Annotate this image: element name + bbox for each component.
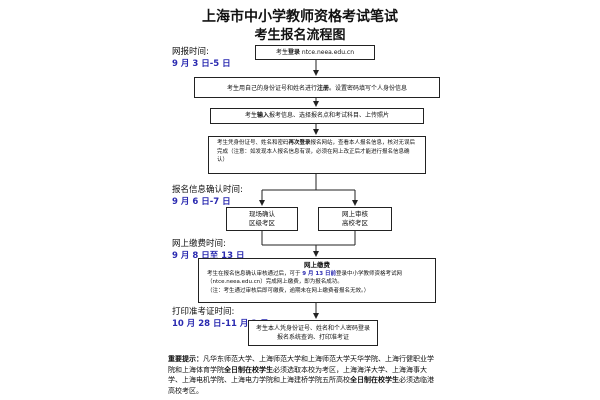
page-title: 上海市中小学教师资格考试笔试	[202, 9, 398, 25]
step-relogin-bold: 再次登录	[288, 140, 311, 146]
step-relogin-pre: 考生凭身份证号、姓名和密码	[217, 140, 289, 146]
pay-time-block: 网上缴费时间: 9 月 8 日至 13 日	[172, 237, 244, 261]
sign-time-block: 网报时间: 9 月 3 日-5 日	[172, 45, 231, 69]
step-payment-body: 考生在报名信息确认审核通过后，可于 9 月 13 日前登录中小学教师资格考试网（…	[207, 270, 427, 287]
step-payment-title: 网上缴费	[304, 261, 330, 269]
step-relogin-post: 报名网站，查看本人报名信息，核对无误后完成（注意：如发现本人报名信息有误，必须在…	[217, 140, 416, 163]
step-input-box: 考生输入报考信息、选择报名点和考试科目、上传照片	[210, 108, 424, 124]
notice-part-1: 凡华东师范大学、上海师范大学和上海师范大学天华学院、上海行健职业学院和上海体育学…	[168, 355, 434, 374]
pay-time-label: 网上缴费时间:	[172, 239, 226, 249]
pay-time-date: 9 月 8 日至 13 日	[172, 251, 245, 261]
step-input-pre: 考生	[244, 112, 257, 119]
step-payment-box: 网上缴费 考生在报名信息确认审核通过后，可于 9 月 13 日前登录中小学教师资…	[198, 258, 436, 303]
step-payment-post: 登录中小学教师资格考试网（ntce.neea.edu.cn）完成网上缴费，即为报…	[207, 270, 402, 286]
print-time-date: 10 月 28 日-11 月 2 日	[172, 319, 269, 329]
step-login-bold: 登录	[287, 49, 300, 56]
confirm-time-label: 报名信息确认时间:	[172, 185, 243, 195]
step-payment-pre: 考生在报名信息确认审核通过后，可于	[207, 270, 303, 277]
sign-time-label: 网报时间:	[172, 47, 209, 57]
step-relogin-box: 考生凭身份证号、姓名和密码再次登录报名网站，查看本人报名信息，核对无误后完成（注…	[208, 136, 426, 174]
step-input-bold: 输入	[256, 112, 269, 119]
step-payment-note: （注：考生通过审核后即可缴费，逾期未在网上缴费者报名无效。）	[207, 287, 370, 294]
step-onsite-confirm-box: 现场确认 区级考区	[226, 207, 298, 231]
sign-time-date: 9 月 3 日-5 日	[172, 59, 231, 69]
step-login-post: ntce.neea.edu.cn	[299, 49, 355, 56]
step-payment-deadline: 9 月 13 日前	[302, 270, 336, 277]
important-notice: 重要提示：凡华东师范大学、上海师范大学和上海师范大学天华学院、上海行健职业学院和…	[168, 354, 438, 396]
step-print-box: 考生本人凭身份证号、姓名和个人密码登录报名系统查询、打印准考证	[248, 320, 378, 346]
step-input-post: 报考信息、选择报名点和考试科目、上传照片	[269, 112, 390, 119]
confirm-time-date: 9 月 6 日-7 日	[172, 197, 231, 207]
confirm-time-block: 报名信息确认时间: 9 月 6 日-7 日	[172, 183, 243, 207]
notice-part-3: 必须选临港高校考区。	[168, 376, 434, 395]
step-register-post: 。设置密码填写个人身份信息	[329, 85, 408, 92]
notice-part-2: 必须选取本校为考区，上海海洋大学、上海海事大学、上海电机学院、上海电力学院和上海…	[168, 365, 427, 385]
step-register-box: 考生用自己的身份证号和姓名进行注册。设置密码填写个人身份信息	[194, 77, 440, 98]
step-online-review-box: 网上审核 高校考区	[318, 207, 392, 231]
step-login-box: 考生登录 ntce.neea.edu.cn	[255, 45, 375, 60]
print-time-block: 打印准考证时间: 10 月 28 日-11 月 2 日	[172, 305, 269, 329]
notice-label: 重要提示：	[168, 355, 203, 363]
step-register-pre: 考生用自己的身份证号和姓名进行	[226, 85, 317, 92]
notice-bold-2: 全日制在校学生	[350, 376, 399, 384]
step-register-bold: 注册	[316, 85, 329, 92]
step-login-pre: 考生	[275, 49, 288, 56]
print-time-label: 打印准考证时间:	[172, 307, 235, 317]
notice-bold-1: 全日制在校学生	[224, 365, 273, 374]
page-subtitle: 考生报名流程图	[254, 28, 346, 43]
